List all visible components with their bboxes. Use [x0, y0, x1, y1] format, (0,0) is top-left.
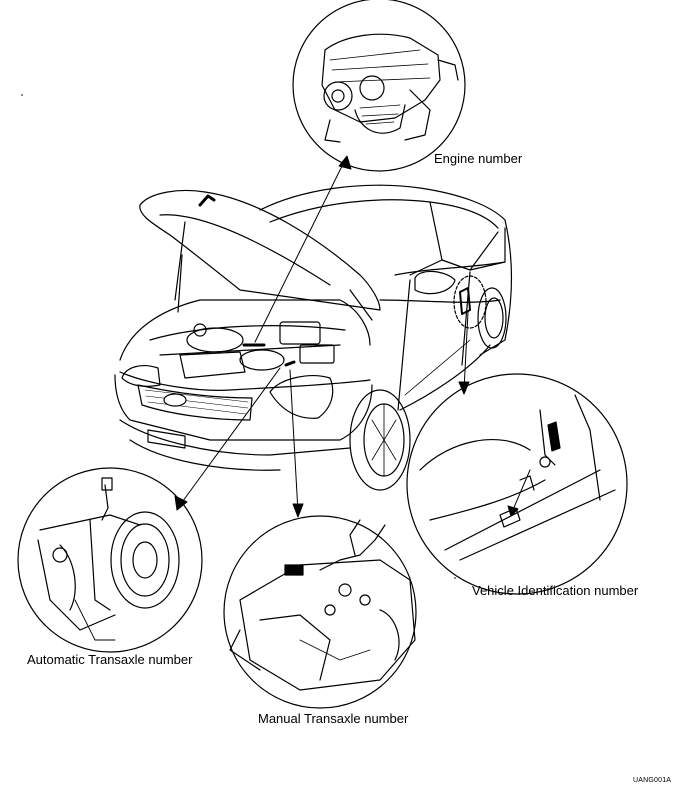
engine-arrow — [254, 159, 346, 343]
front-grille — [137, 384, 253, 421]
vin-detail-circle — [406, 373, 628, 595]
manual-transaxle-arrow — [289, 369, 299, 513]
engine-number-label: Engine number — [434, 151, 523, 166]
vin-arrow — [463, 311, 469, 391]
vin-inner-arrow — [511, 469, 531, 513]
manual-transaxle-number-label: Manual Transaxle number — [258, 711, 409, 726]
automatic-transaxle-arrow — [179, 367, 281, 506]
leader-arrows — [174, 155, 531, 518]
open-hood — [139, 189, 381, 311]
vehicle-identification-number-label: Vehicle Identification number — [472, 583, 639, 598]
engine-detail-circle — [292, 0, 466, 172]
automatic-transaxle-number-label: Automatic Transaxle number — [27, 652, 193, 667]
car-illustration — [114, 184, 512, 491]
figure-code: UANG001A — [633, 777, 672, 784]
automatic-transaxle-detail-circle — [17, 467, 203, 653]
manual-transaxle-detail-circle — [223, 515, 417, 709]
